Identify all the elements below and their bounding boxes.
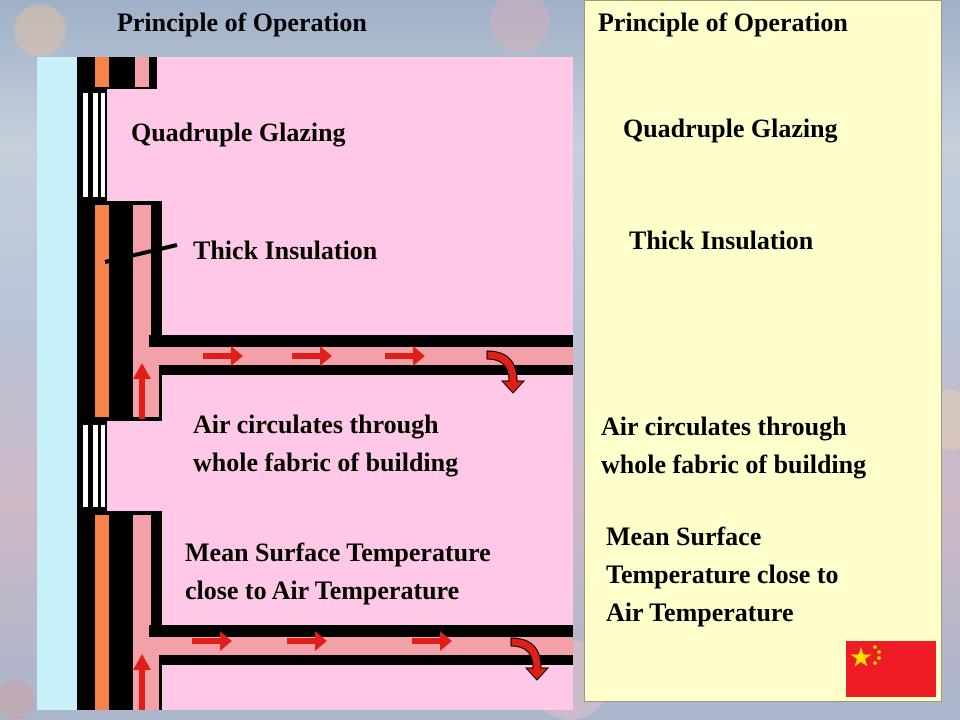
diagram-panel xyxy=(37,57,573,710)
china-flag-icon xyxy=(846,641,936,697)
left-label-glazing: Quadruple Glazing xyxy=(131,118,346,147)
right-label-air-line1: Air circulates through xyxy=(601,412,847,441)
insulation-1 xyxy=(95,205,109,417)
red-arrow-up-icon-1 xyxy=(133,363,151,419)
left-label-insulation: Thick Insulation xyxy=(193,236,378,265)
text-panel xyxy=(584,0,942,702)
left-label-air-line2: whole fabric of building xyxy=(193,448,459,477)
red-arrow-turn-icon-2 xyxy=(510,637,550,681)
right-title: Principle of Operation xyxy=(598,8,848,37)
left-label-temp-line1: Mean Surface Temperature xyxy=(185,538,491,567)
building-section-diagram xyxy=(37,57,573,710)
right-label-temp-line3: Air Temperature xyxy=(606,598,794,627)
red-arrow-icon xyxy=(203,346,425,366)
upper-wall-top-insulation xyxy=(95,57,109,87)
left-label-air-line1: Air circulates through xyxy=(193,410,439,439)
air-channel-horizontal-2 xyxy=(149,637,573,655)
red-arrow-icon xyxy=(192,631,452,651)
insulation-pointer xyxy=(104,243,178,264)
exterior-glass xyxy=(37,57,77,710)
right-label-temp-line1: Mean Surface xyxy=(606,522,762,551)
red-arrow-turn-icon-1 xyxy=(486,350,526,394)
air-channel-vertical-1 xyxy=(133,205,151,417)
insulation-2 xyxy=(95,515,109,710)
right-label-air-line2: whole fabric of building xyxy=(601,450,867,479)
right-label-insulation: Thick Insulation xyxy=(629,226,814,255)
right-label-temp-line2: Temperature close to xyxy=(606,560,839,589)
air-channel-horizontal-1 xyxy=(149,347,573,365)
left-label-temp-line2: close to Air Temperature xyxy=(185,576,460,605)
air-channel-vertical-2 xyxy=(133,515,151,710)
left-title: Principle of Operation xyxy=(117,8,367,37)
right-label-glazing: Quadruple Glazing xyxy=(623,114,838,143)
red-arrow-up-icon-2 xyxy=(133,654,151,710)
upper-wall-top-channel xyxy=(135,57,149,87)
